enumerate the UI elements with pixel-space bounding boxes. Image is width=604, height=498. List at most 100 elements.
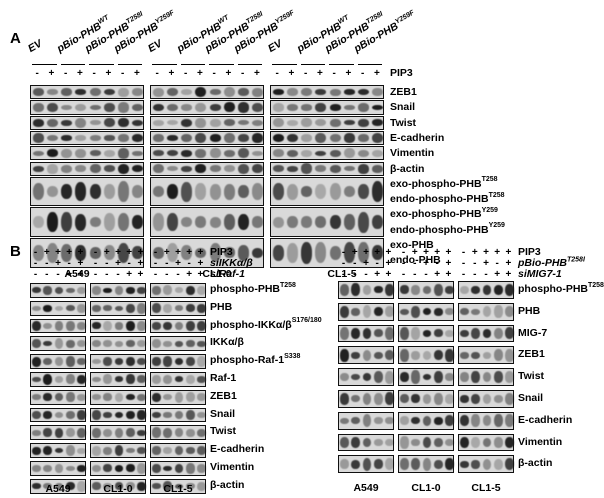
row-label: phospho-PHBT258	[518, 281, 604, 295]
band	[54, 321, 64, 331]
treatment-sign: +	[197, 269, 204, 280]
band	[385, 458, 394, 471]
band	[197, 376, 206, 383]
band	[54, 463, 64, 473]
treatment-sign: -	[341, 247, 346, 258]
band	[114, 411, 124, 419]
label-text: exo-phospho-PHB	[390, 208, 482, 221]
blot-a-row0	[30, 85, 144, 100]
band	[301, 216, 313, 229]
band	[301, 118, 313, 128]
band	[373, 306, 383, 317]
band	[152, 285, 161, 295]
band	[46, 212, 58, 233]
band	[272, 149, 284, 158]
label-superscript: S176/180	[291, 317, 322, 325]
band	[32, 376, 41, 383]
band	[223, 214, 235, 231]
blot-b-right	[398, 324, 454, 343]
band	[400, 285, 409, 295]
band	[174, 428, 184, 438]
band	[411, 327, 421, 340]
label-text: phospho-Raf-1	[210, 354, 285, 367]
band	[362, 414, 372, 428]
treatment-sign: -	[461, 269, 466, 280]
pip3-sign: -	[155, 68, 159, 79]
row-label: Vimentin	[390, 148, 434, 159]
band	[197, 411, 206, 419]
band	[92, 427, 101, 438]
band	[185, 340, 195, 348]
band	[61, 164, 73, 173]
row-label: MIG-7	[518, 327, 547, 339]
band	[197, 356, 206, 368]
treatment-sign: -	[45, 269, 49, 280]
treatment-sign: +	[411, 247, 418, 258]
band	[152, 119, 164, 126]
blot-b-left	[90, 425, 146, 441]
treatment-sign: +	[115, 247, 121, 258]
band	[118, 243, 130, 263]
row-label: ZEB1	[390, 87, 417, 98]
band	[125, 410, 135, 420]
row-label: Twist	[518, 371, 544, 382]
blot-a-row6	[150, 176, 264, 207]
label-superscript: T258	[280, 281, 296, 289]
band	[152, 392, 161, 402]
band	[89, 135, 101, 142]
band	[152, 357, 161, 366]
treatment-sign: -	[353, 258, 357, 269]
band	[422, 436, 432, 449]
label-text: siIKKα/β	[210, 257, 253, 269]
treatment-sign: +	[137, 269, 144, 280]
band	[197, 445, 206, 456]
band	[163, 427, 173, 438]
row-label: E-cadherin	[210, 444, 264, 455]
band	[445, 458, 454, 471]
band	[92, 304, 101, 312]
pip3-sign: +	[133, 68, 140, 79]
treatment-sign: +	[137, 258, 144, 269]
label-superscript: T258	[588, 281, 604, 289]
band	[32, 410, 41, 420]
treatment-sign: -	[33, 269, 38, 280]
blot-b-right	[458, 411, 514, 430]
band	[411, 458, 421, 471]
band	[75, 244, 87, 261]
band	[152, 411, 161, 419]
band	[315, 102, 327, 112]
band	[385, 350, 394, 361]
band	[252, 102, 264, 113]
blot-b-left	[90, 461, 146, 476]
label-text: Vimentin	[210, 461, 255, 473]
band	[252, 119, 264, 126]
band	[65, 445, 75, 457]
band	[460, 415, 469, 427]
band	[166, 165, 178, 172]
band	[118, 163, 130, 174]
band	[351, 436, 361, 449]
band	[286, 243, 298, 263]
blot-b-left	[150, 354, 206, 369]
band	[272, 89, 284, 96]
band	[362, 392, 372, 405]
band	[166, 103, 178, 112]
treatment-sign: +	[186, 247, 193, 258]
treatment-sign: +	[126, 247, 133, 258]
band	[351, 459, 361, 470]
treatment-sign: +	[197, 258, 204, 269]
treatment-sign: +	[55, 258, 61, 269]
band	[163, 303, 173, 313]
row-label: exo-PHB	[390, 240, 434, 251]
treatment-sign: -	[424, 269, 428, 280]
band	[152, 427, 161, 439]
band	[103, 102, 115, 112]
band	[286, 88, 298, 96]
cell-line-label: CL1-5	[327, 268, 357, 280]
cell-line-label: CL1-0	[411, 482, 441, 494]
band	[315, 89, 327, 96]
row-label: Twist	[210, 426, 236, 437]
band	[46, 89, 58, 95]
band	[125, 428, 135, 438]
band	[46, 242, 58, 263]
